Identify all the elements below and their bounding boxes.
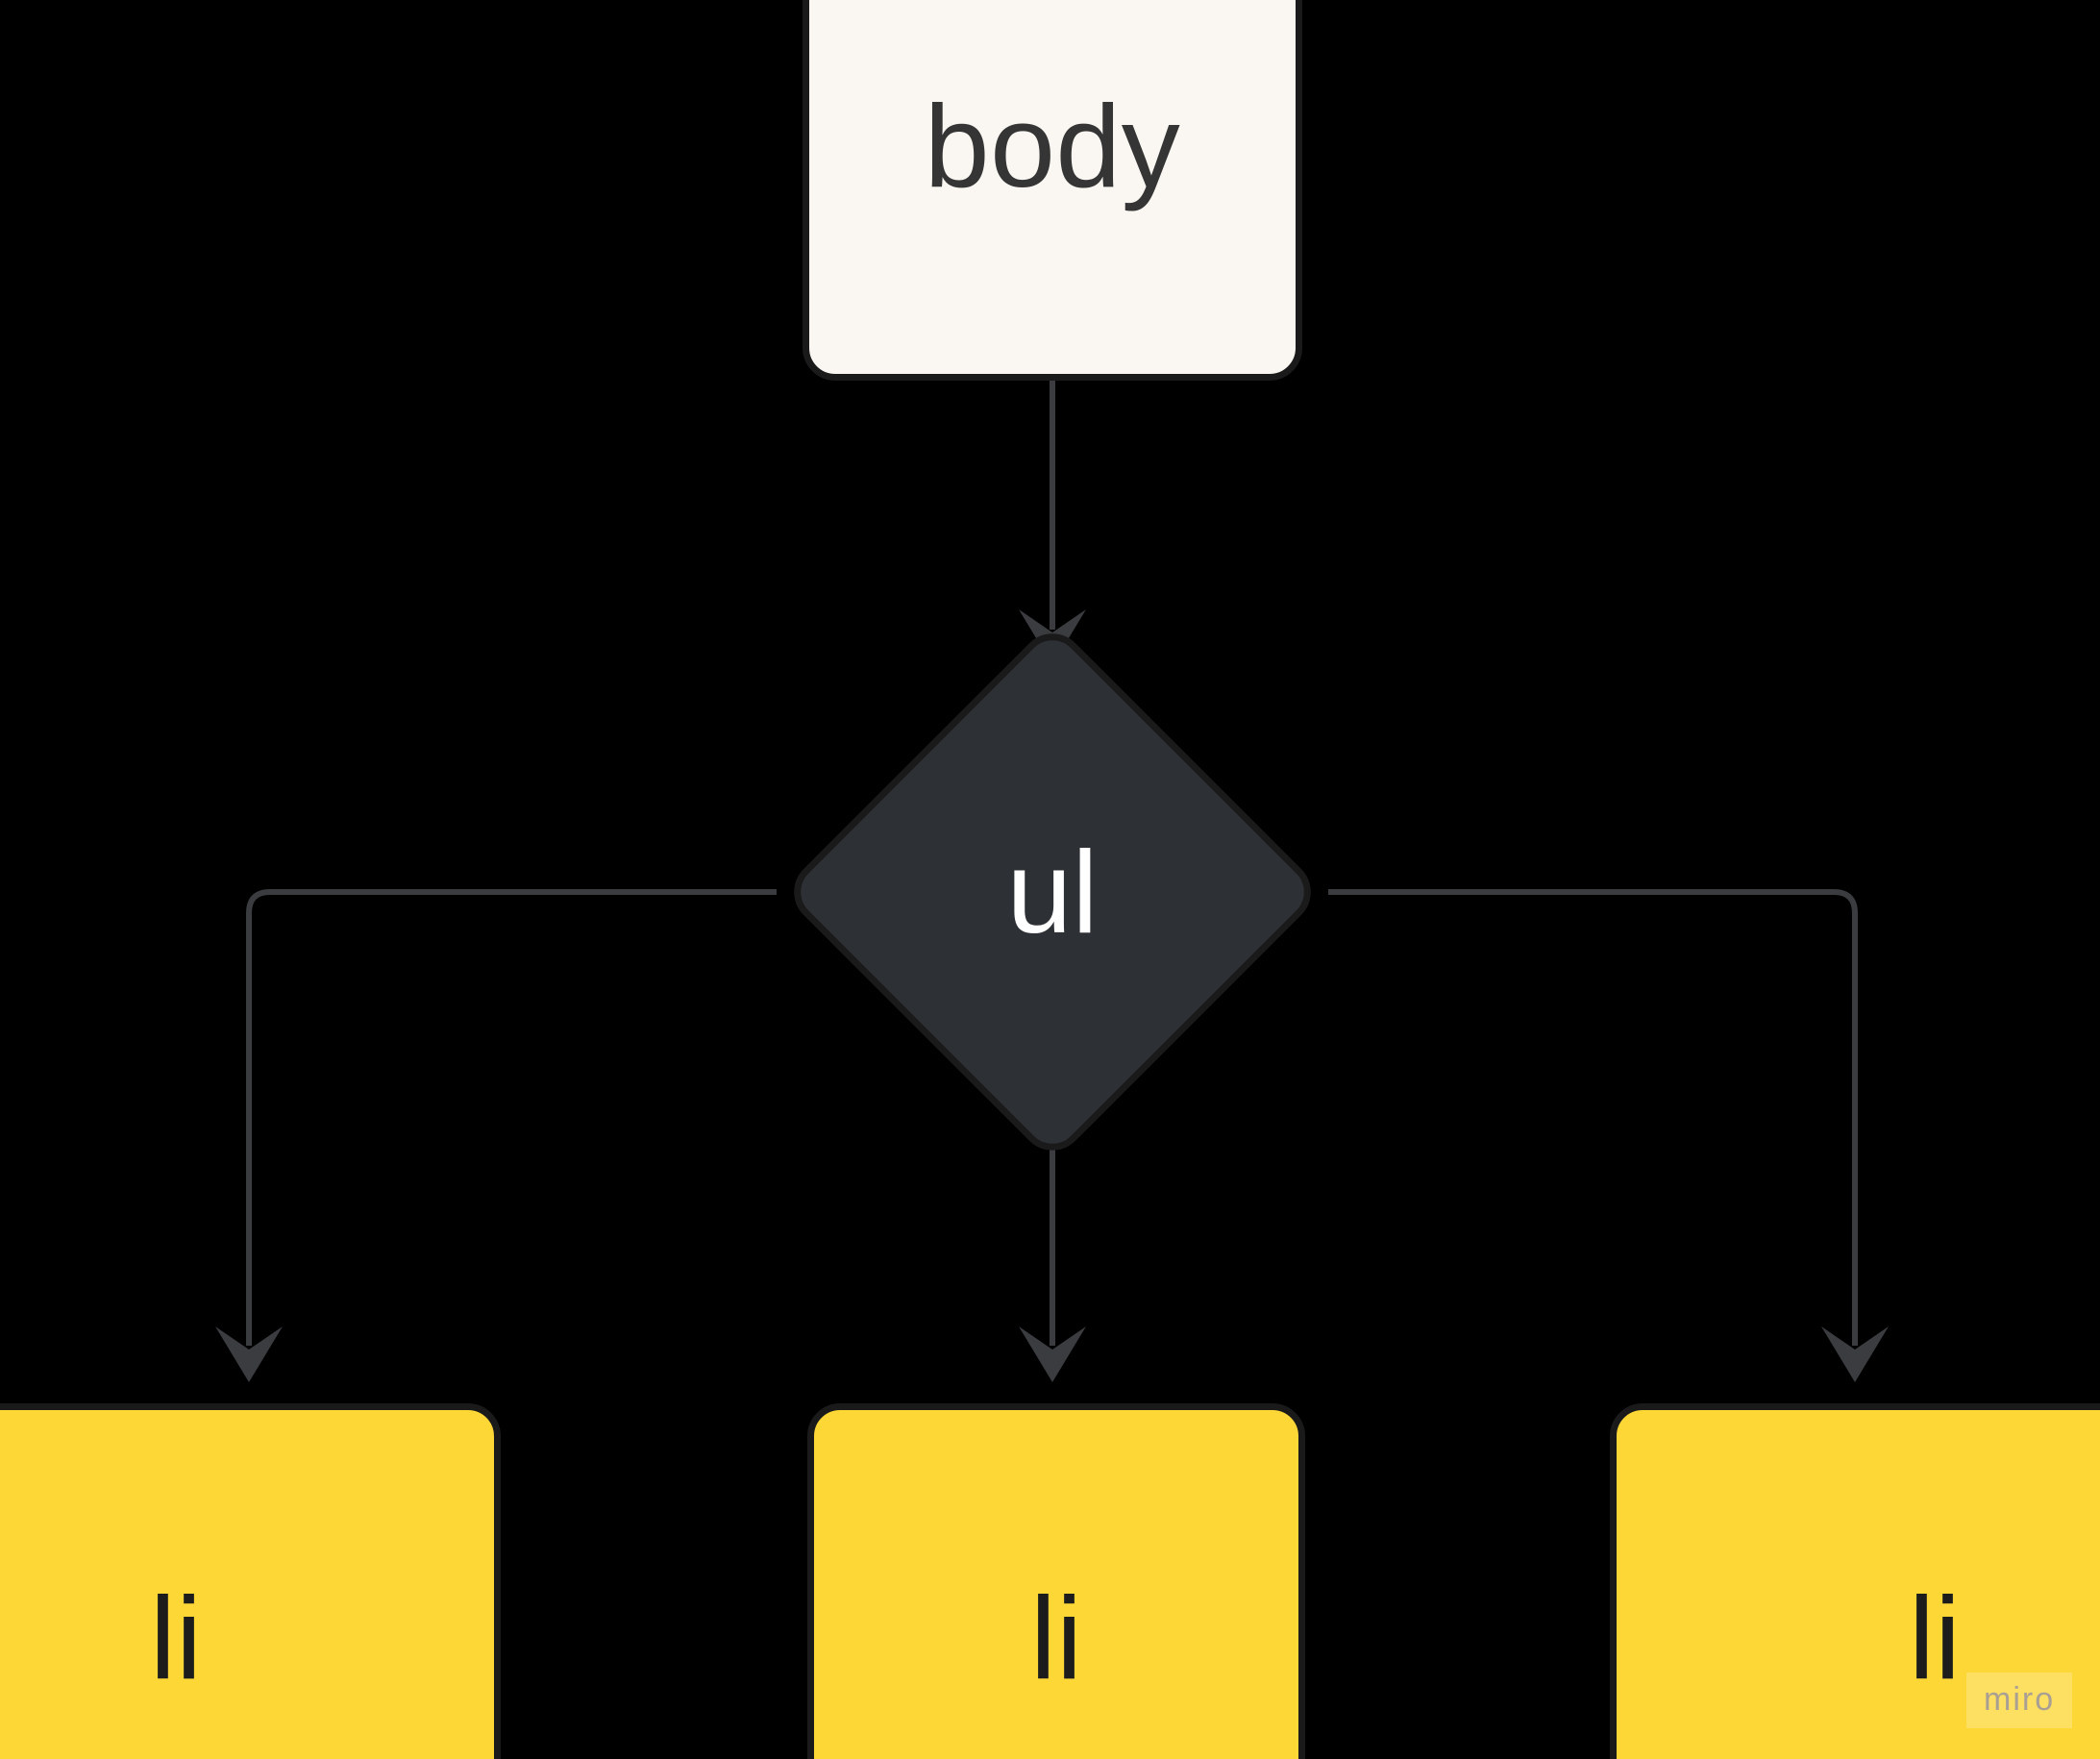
node-li-1[interactable]: li [0,1403,501,1759]
miro-watermark: miro [1966,1672,2073,1728]
edge-ul-to-li2 [1019,1115,1086,1382]
node-li-3-label: li [1908,1573,1962,1703]
arrowhead-icon [215,1326,283,1382]
node-li-2-label: li [1029,1573,1083,1703]
node-li-2[interactable]: li [807,1403,1305,1759]
node-body[interactable]: body [803,0,1302,381]
node-li-3[interactable]: li [1610,1403,2100,1759]
arrowhead-icon [1019,1326,1086,1382]
node-li-1-label: li [149,1573,203,1703]
edge-ul-to-li1 [215,889,777,1382]
node-ul-label: ul [1006,827,1099,957]
arrowhead-icon [1821,1326,1889,1382]
node-ul[interactable]: ul [780,620,1324,1164]
node-ul-label-wrap: ul [860,700,1245,1084]
edge-ul-to-li3 [1328,889,1889,1382]
node-body-label: body [924,81,1181,211]
edge-body-to-ul [1019,381,1086,665]
